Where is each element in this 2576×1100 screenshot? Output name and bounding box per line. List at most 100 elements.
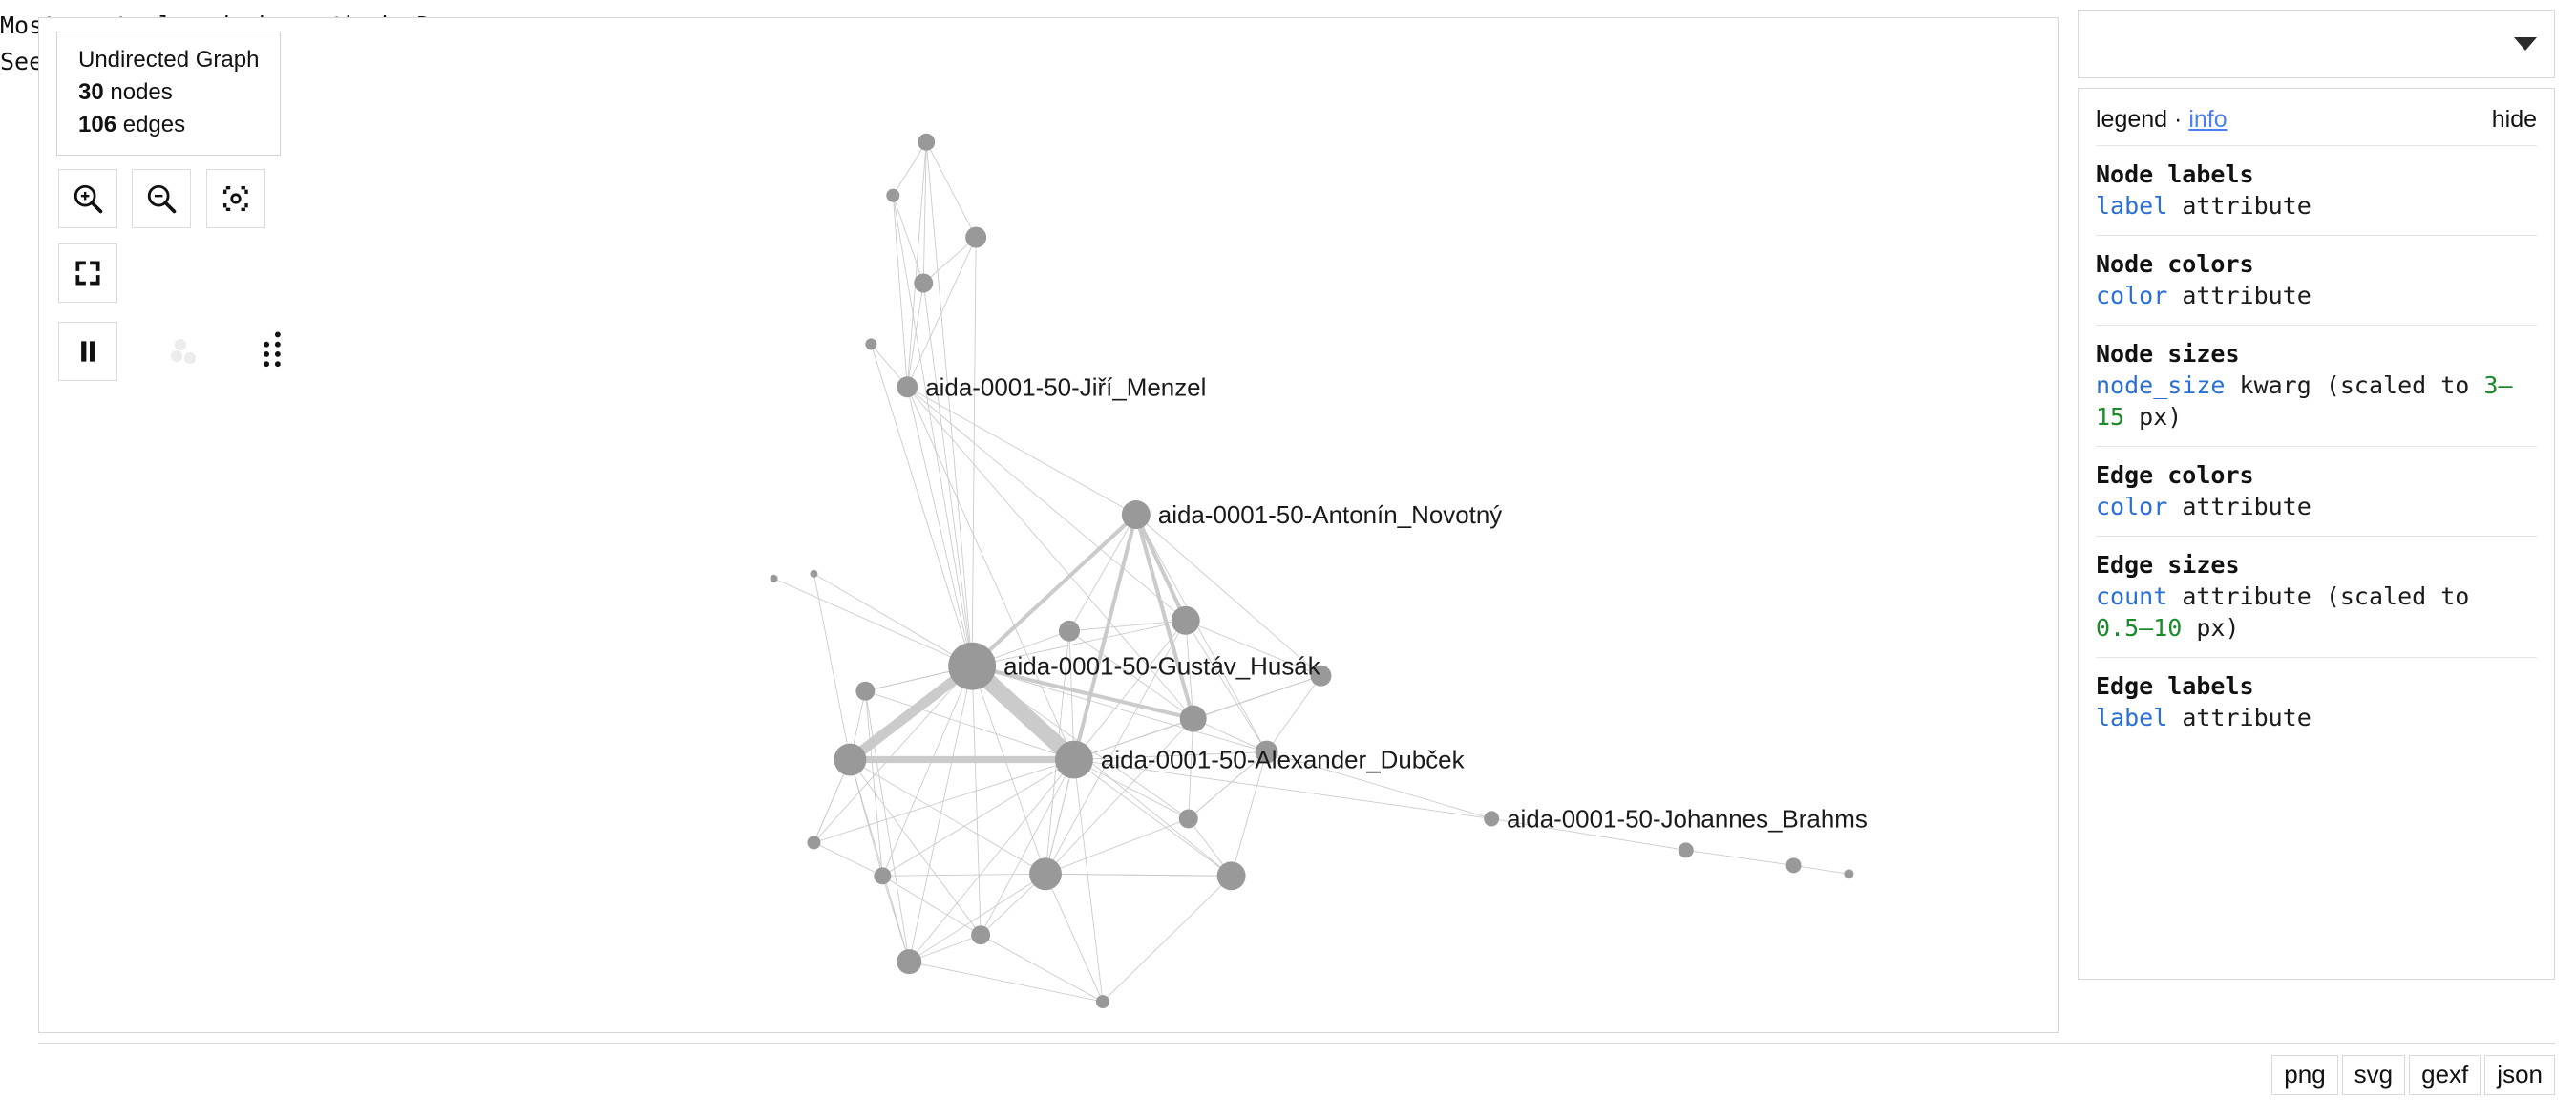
graph-node[interactable] xyxy=(914,273,934,293)
legend-item-title: Edge labels xyxy=(2096,672,2254,700)
graph-edge xyxy=(1185,620,1321,677)
export-gexf-button[interactable]: gexf xyxy=(2409,1054,2481,1095)
pause-button[interactable] xyxy=(58,322,117,381)
legend-item-description: count attribute (scaled to 0.5–10 px) xyxy=(2096,581,2537,644)
graph-node[interactable] xyxy=(918,133,936,151)
graph-node[interactable] xyxy=(834,743,867,776)
legend-item-title: Node labels xyxy=(2096,160,2254,188)
graph-node[interactable] xyxy=(1255,740,1278,764)
graph-node-label: aida-0001-50-Jiří_Menzel xyxy=(925,374,1206,401)
graph-edge xyxy=(972,620,1186,667)
graph-node[interactable] xyxy=(810,569,818,578)
graph-edge xyxy=(881,876,910,962)
graph-edge xyxy=(906,386,1194,719)
graph-node-label: aida-0001-50-Johannes_Brahms xyxy=(1507,806,1868,833)
graph-node[interactable] xyxy=(965,226,987,248)
graph-edge xyxy=(971,664,1194,721)
graph-edge xyxy=(1266,751,1492,819)
graph-edge xyxy=(970,513,1138,668)
graph-edge xyxy=(865,690,1075,760)
graph-node[interactable] xyxy=(1058,620,1080,642)
graph-node[interactable] xyxy=(1178,809,1198,829)
legend-attribute-token: label xyxy=(2096,192,2168,220)
graph-node[interactable] xyxy=(1678,842,1694,858)
focus-target-icon xyxy=(222,185,248,212)
export-json-button[interactable]: json xyxy=(2484,1054,2555,1095)
graph-node[interactable] xyxy=(897,376,918,398)
legend-header: legend · info hide xyxy=(2096,106,2537,145)
graph-edge xyxy=(1068,630,1193,719)
legend-separator: · xyxy=(2174,106,2183,133)
graph-edge xyxy=(1491,817,1686,851)
reset-view-button[interactable] xyxy=(205,169,265,228)
graph-edge xyxy=(1193,718,1267,752)
graph-edge xyxy=(882,875,982,936)
graph-node[interactable] xyxy=(770,574,778,582)
graph-edge xyxy=(813,666,973,843)
legend-item-description: color attribute xyxy=(2096,280,2537,311)
graph-node[interactable] xyxy=(807,836,821,850)
graph-edge xyxy=(922,237,977,284)
legend-item-description: node_size kwarg (scaled to 3–15 px) xyxy=(2096,370,2537,433)
graph-node[interactable] xyxy=(1216,861,1246,891)
network-graph-svg[interactable]: aida-0001-50-Jiří_Menzelaida-0001-50-Ant… xyxy=(39,18,2058,1032)
graph-edge xyxy=(849,759,910,962)
loading-spinner-icon xyxy=(156,322,215,381)
drag-handle-icon[interactable] xyxy=(243,322,302,381)
graph-node[interactable] xyxy=(1179,705,1207,732)
zoom-in-button[interactable] xyxy=(58,169,117,228)
graph-edge xyxy=(892,195,908,388)
graph-node[interactable] xyxy=(948,642,997,690)
graph-nodes-layer xyxy=(770,133,1854,1009)
graph-edge xyxy=(892,195,924,284)
graph-edge xyxy=(909,873,1046,962)
graph-node[interactable] xyxy=(1121,500,1151,529)
legend-item-title: Node colors xyxy=(2096,250,2254,278)
graph-edge xyxy=(813,759,1075,843)
zoom-out-button[interactable] xyxy=(132,169,192,228)
legend-attribute-token: color xyxy=(2096,282,2168,309)
graph-edge xyxy=(1045,874,1104,1003)
graph-edge xyxy=(906,386,1187,622)
attribute-select[interactable] xyxy=(2078,10,2555,78)
legend-range-token: 0.5–10 xyxy=(2096,614,2183,642)
graph-edge xyxy=(906,387,973,666)
legend-hide-button[interactable]: hide xyxy=(2491,106,2537,133)
graph-node[interactable] xyxy=(1844,869,1854,879)
graph-node[interactable] xyxy=(1171,605,1200,635)
graph-node[interactable] xyxy=(1484,811,1500,827)
simulation-toolbar xyxy=(58,322,302,381)
graph-edge xyxy=(1133,514,1195,720)
zoom-in-icon xyxy=(74,184,103,214)
graph-edge xyxy=(922,283,973,666)
graph-edge xyxy=(813,841,883,877)
graph-edge xyxy=(1073,751,1267,760)
graph-node[interactable] xyxy=(1095,995,1109,1009)
graph-node[interactable] xyxy=(1310,665,1332,687)
graph-node[interactable] xyxy=(874,867,892,885)
legend-description-suffix: px) xyxy=(2124,403,2183,431)
legend-info-link[interactable]: info xyxy=(2188,106,2228,133)
graph-node[interactable] xyxy=(971,925,991,945)
legend-attribute-token: label xyxy=(2096,704,2168,731)
graph-node[interactable] xyxy=(897,949,922,975)
graph-node[interactable] xyxy=(1054,740,1093,779)
legend-description-text: kwarg (scaled to xyxy=(2225,371,2484,399)
graph-edge xyxy=(907,386,1137,516)
graph-node[interactable] xyxy=(855,681,876,701)
graph-node[interactable] xyxy=(1029,857,1062,891)
graph-node[interactable] xyxy=(1785,857,1802,874)
graph-summary-tooltip: Undirected Graph 30 nodes 106 edges xyxy=(56,32,282,156)
export-svg-button[interactable]: svg xyxy=(2341,1054,2406,1095)
graph-edge xyxy=(773,578,973,667)
export-png-button[interactable]: png xyxy=(2271,1054,2338,1095)
legend-title: legend xyxy=(2096,106,2168,133)
fullscreen-button[interactable] xyxy=(58,243,117,303)
graph-node[interactable] xyxy=(865,338,877,350)
graph-node[interactable] xyxy=(886,188,900,202)
